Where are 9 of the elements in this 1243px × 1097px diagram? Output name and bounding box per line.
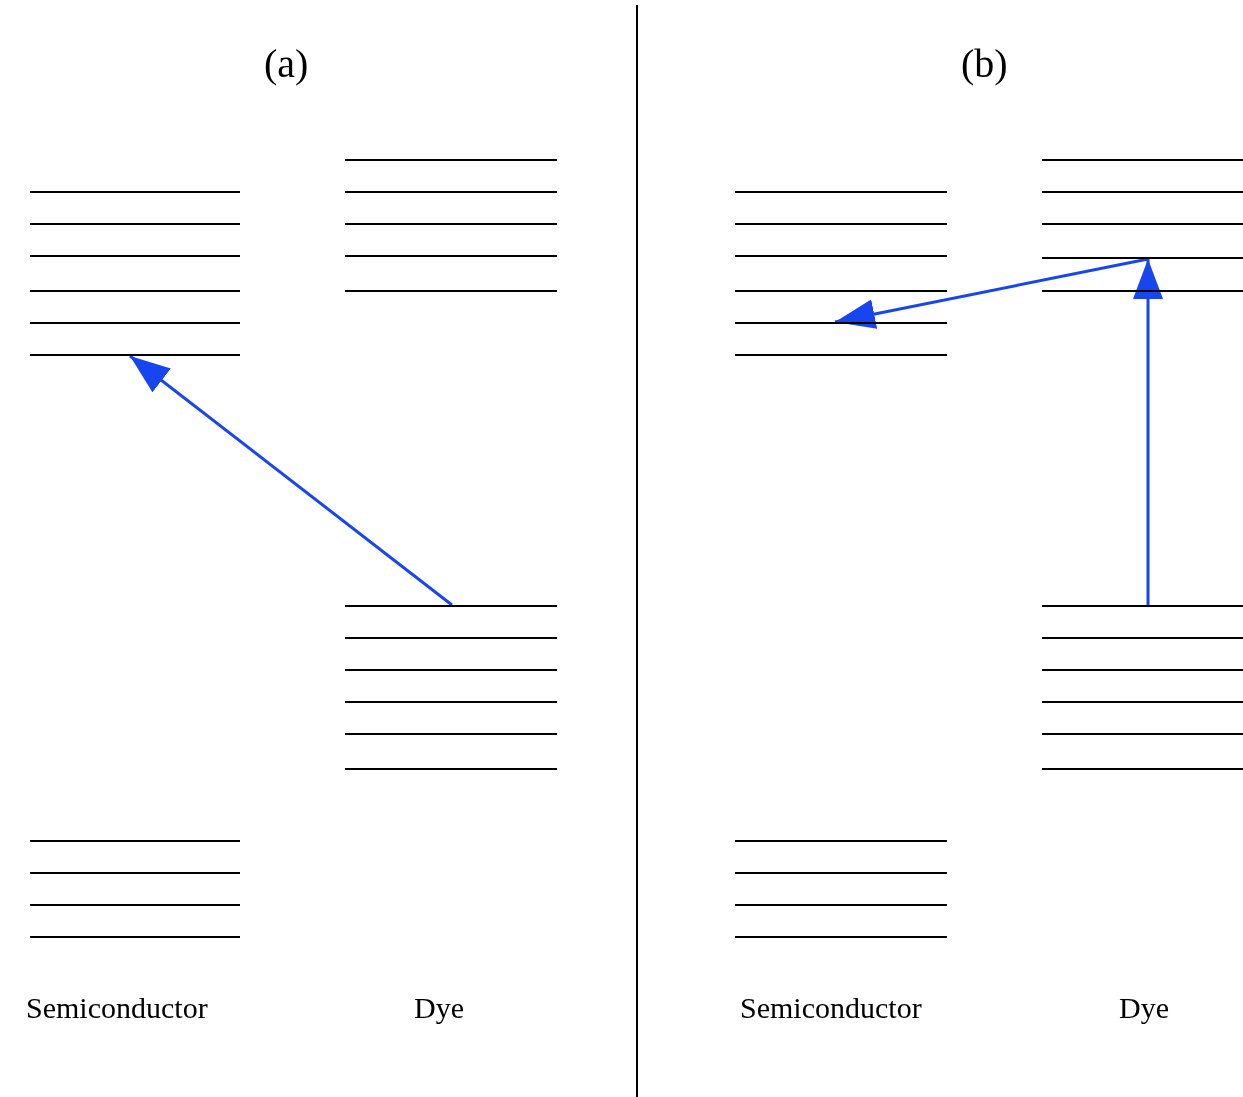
arrow [834,257,1149,329]
axis-label: Dye [414,993,464,1023]
arrow [1133,259,1163,605]
panel-label: (b) [961,44,1008,84]
axis-label: Semiconductor [740,993,922,1023]
axis-label: Dye [1119,993,1169,1023]
panel-label: (a) [264,44,309,84]
arrow [129,354,453,607]
axis-label: Semiconductor [26,993,208,1023]
